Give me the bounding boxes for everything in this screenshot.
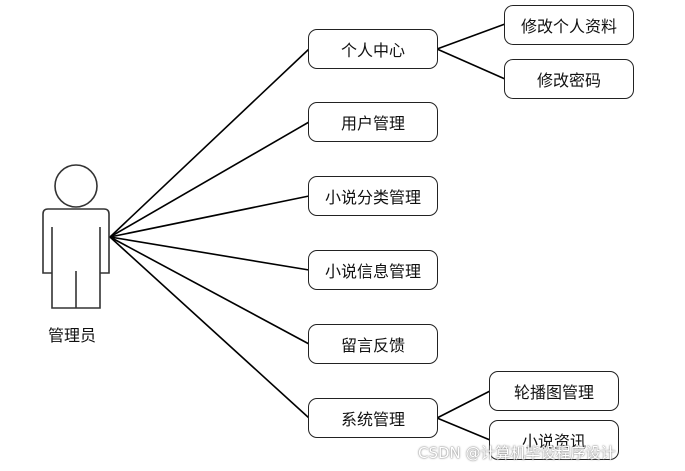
actor-association-lines (109, 48, 310, 419)
sub-case-edit-profile[interactable]: 修改个人资料 (504, 5, 634, 45)
use-case-system-management[interactable]: 系统管理 (308, 398, 438, 438)
sub-case-carousel-management[interactable]: 轮播图管理 (489, 371, 619, 411)
use-case-user-management[interactable]: 用户管理 (308, 102, 438, 142)
use-case-novel-category-management[interactable]: 小说分类管理 (308, 176, 438, 216)
use-case-message-feedback[interactable]: 留言反馈 (308, 324, 438, 364)
subcase-lines (436, 23, 506, 441)
actor-label: 管理员 (48, 326, 97, 345)
sub-case-change-password[interactable]: 修改密码 (504, 59, 634, 99)
sub-case-novel-news[interactable]: 小说资讯 (489, 420, 619, 460)
use-case-novel-info-management[interactable]: 小说信息管理 (308, 250, 438, 290)
use-case-personal-center[interactable]: 个人中心 (308, 29, 438, 69)
watermark-text: CSDN @计算机毕设程序设计 (418, 444, 616, 462)
person-icon (42, 164, 110, 309)
